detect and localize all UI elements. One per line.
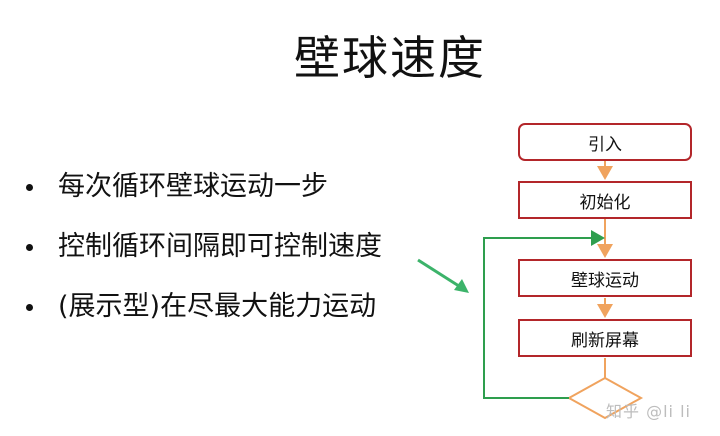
step-refresh-screen: 刷新屏幕: [518, 319, 692, 357]
step-intro: 引入: [518, 123, 692, 161]
bullet-dot: [26, 184, 33, 191]
bullet-item: (展示型)在尽最大能力运动: [22, 286, 382, 346]
bullet-text: (展示型)在尽最大能力运动: [58, 291, 377, 322]
pointer-arrow-head: [454, 279, 469, 293]
pointer-arrow: [417, 258, 463, 290]
bullet-item: 控制循环间隔即可控制速度: [22, 226, 382, 286]
page-title: 壁球速度: [294, 31, 486, 85]
bullet-text: 控制循环间隔即可控制速度: [58, 231, 382, 262]
step-label: 壁球运动: [571, 270, 639, 291]
bullet-item: 每次循环壁球运动一步: [22, 166, 382, 226]
step-label: 刷新屏幕: [571, 330, 639, 351]
bullet-text: 每次循环壁球运动一步: [58, 171, 328, 202]
bullet-list: 每次循环壁球运动一步 控制循环间隔即可控制速度 (展示型)在尽最大能力运动: [22, 166, 382, 346]
step-init: 初始化: [518, 181, 692, 219]
bullet-dot: [26, 304, 33, 311]
step-label: 初始化: [579, 192, 631, 213]
step-ball-move: 壁球运动: [518, 259, 692, 297]
step-label: 引入: [588, 134, 622, 155]
loop-back-line: [483, 230, 605, 399]
bullet-dot: [26, 244, 33, 251]
decision-diamond: [566, 376, 644, 420]
watermark: 知乎 @li li: [606, 402, 691, 421]
